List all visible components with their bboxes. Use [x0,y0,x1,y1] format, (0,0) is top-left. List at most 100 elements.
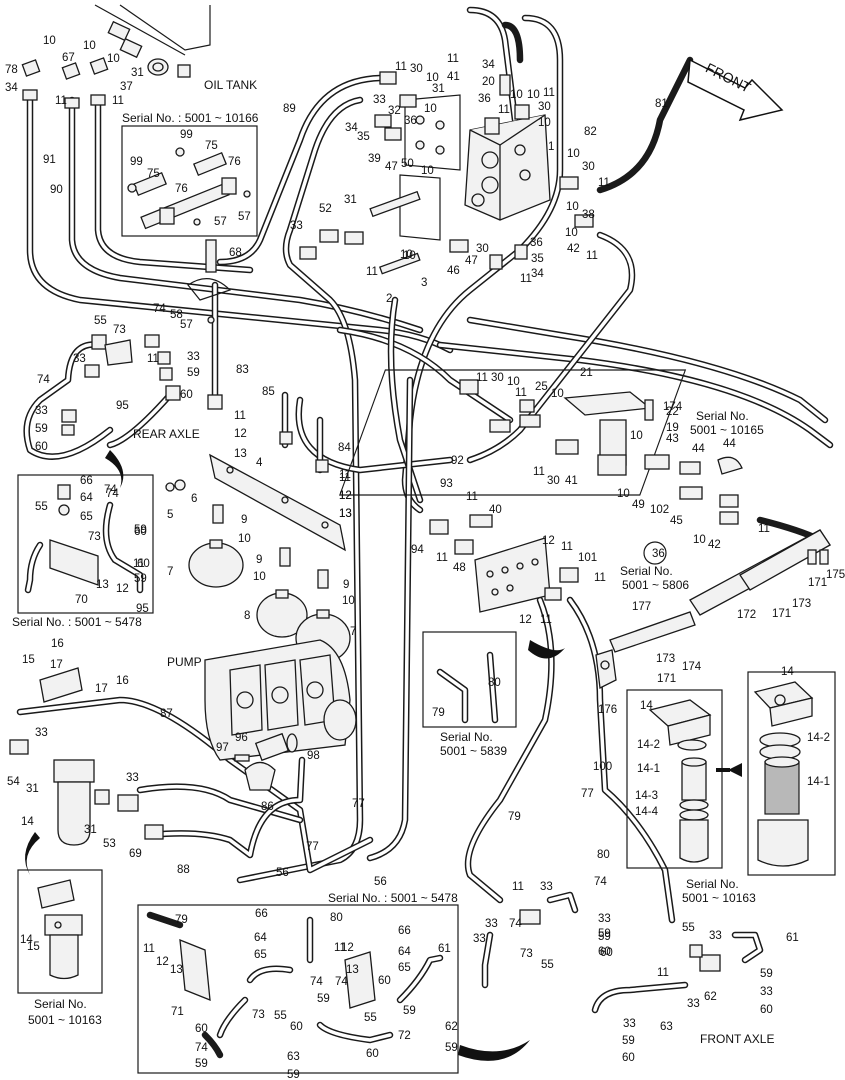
callout-74: 74 [310,976,323,988]
callout-58: 58 [170,309,183,321]
callout-31: 31 [84,824,97,836]
callout-7: 7 [350,626,356,638]
callout-77: 77 [306,841,319,853]
callout-87: 87 [160,708,173,720]
callout-176: 176 [598,704,617,716]
callout-11: 11 [657,967,669,979]
callout-70: 70 [75,594,88,606]
callout-47: 47 [465,255,478,267]
callout-96: 96 [235,732,248,744]
callout-173: 173 [792,598,811,610]
callout-10: 10 [107,53,120,65]
filter-element-14-1 [764,761,800,815]
callout-97: 97 [216,742,229,754]
front-axle-label: FRONT AXLE [700,1032,774,1046]
callout-17: 17 [95,683,108,695]
callout-99: 99 [130,156,143,168]
callout-79: 79 [175,914,188,926]
callout-35: 35 [357,131,370,143]
callout-80: 80 [488,677,501,689]
callout-10: 10 [253,571,266,583]
callout-31: 31 [432,83,445,95]
callout-11: 11 [520,273,532,285]
callout-60: 60 [134,526,147,538]
callout-30: 30 [410,63,423,75]
serial-5806-line1: Serial No. [620,564,673,578]
callout-12: 12 [156,956,169,968]
callout-33: 33 [540,881,553,893]
serial-10163-front-line1: Serial No. [686,877,739,891]
callout-95: 95 [136,603,149,615]
callout-89: 89 [283,103,296,115]
callout-16: 16 [116,675,129,687]
callout-10: 10 [510,89,523,101]
manifold-plate [404,94,461,171]
callout-85: 85 [262,386,275,398]
callout-33: 33 [687,998,700,1010]
callout-91: 91 [43,154,56,166]
callout-171: 171 [657,673,676,685]
callout-76: 76 [228,156,241,168]
callout-33: 33 [623,1018,636,1030]
serial-10165-line2: 5001 ~ 10165 [690,423,764,437]
callout-11: 11 [436,552,448,564]
callout-81: 81 [655,98,668,110]
serial-10166: Serial No. : 5001 ~ 10166 [122,111,259,125]
callout-10: 10 [421,165,434,177]
serial-10165-line1: Serial No. [696,409,749,423]
callout-59: 59 [760,968,773,980]
callout-55: 55 [274,1010,287,1022]
callout-41: 41 [565,475,578,487]
callout-33: 33 [290,220,303,232]
bracket-15 [39,667,83,703]
callout-14-3: 14-3 [635,790,658,802]
callout-10: 10 [567,148,580,160]
callout-1: 1 [548,141,554,153]
callout-171: 171 [772,608,791,620]
callout-34: 34 [531,268,544,280]
serial-5806-line2: 5001 ~ 5806 [622,578,689,592]
callout-15: 15 [27,941,40,953]
clamp-68 [205,239,217,273]
callout-56: 56 [374,876,387,888]
callout-38: 38 [582,209,595,221]
callout-92: 92 [451,455,464,467]
callout-10: 10 [551,388,564,400]
callout-10: 10 [83,40,96,52]
callout-11: 11 [543,87,555,99]
callout-15: 15 [22,654,35,666]
callout-10: 10 [565,227,578,239]
callout-10: 10 [403,250,416,262]
callout-36: 36 [530,237,543,249]
callout-12: 12 [339,490,352,502]
callout-64: 64 [398,946,411,958]
callout-42: 42 [567,243,580,255]
callout-34: 34 [345,122,358,134]
swoosh-left [25,832,40,875]
callout-172: 172 [737,609,756,621]
rear-axle-label: REAR AXLE [133,427,200,441]
callout-12: 12 [339,490,352,502]
callout-11: 11 [498,104,510,116]
callout-40: 40 [489,504,502,516]
callout-57: 57 [214,216,227,228]
callout-11: 11 [594,572,606,584]
main-control-valve [464,104,551,221]
serial-5839-line1: Serial No. [440,730,493,744]
sensor-44 [717,456,743,475]
callout-17: 17 [50,659,63,671]
callout-80: 80 [597,849,610,861]
callout-14-4: 14-4 [635,806,659,818]
callout-73: 73 [113,324,126,336]
callout-30: 30 [491,372,504,384]
callout-45: 45 [670,515,683,527]
callout-14: 14 [640,700,653,712]
callout-11: 11 [476,372,488,384]
filter-head [53,759,95,783]
callout-33: 33 [73,353,86,365]
callout-30: 30 [476,243,489,255]
callout-14-1: 14-1 [637,763,660,775]
callout-11: 11 [334,942,346,954]
callout-98: 98 [307,750,320,762]
callout-11: 11 [540,614,552,626]
